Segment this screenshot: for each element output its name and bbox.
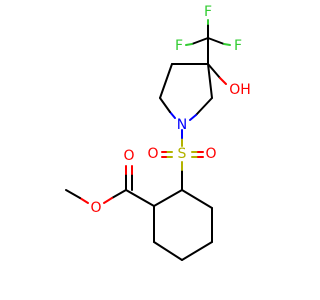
nitrogen-label: N xyxy=(177,117,187,133)
bond-ester-o-to-methyl xyxy=(65,189,81,199)
sulfur-label: S xyxy=(178,146,187,162)
sulfonyl-group: S O O xyxy=(147,129,217,191)
bond-ring-1 xyxy=(153,189,183,207)
bond-ring-4 xyxy=(181,241,213,261)
structure-svg: O O S O O N OH xyxy=(65,4,251,261)
bond-ring-5 xyxy=(153,241,183,261)
bond-c5-n-blue xyxy=(189,114,197,121)
bond-c5-n xyxy=(195,97,213,116)
bond-cf3-f-right-green xyxy=(223,43,231,46)
trifluoromethyl-group: F F F xyxy=(175,4,242,65)
bond-n-c2-blue xyxy=(169,111,176,119)
fluorine-right-label: F xyxy=(234,38,242,54)
bond-cf3-f-left-green xyxy=(185,43,193,46)
cyclohexane-ring xyxy=(153,189,213,261)
hydroxyl-label: OH xyxy=(229,82,251,98)
bond-n-c2 xyxy=(159,97,171,113)
sulfonyl-oxygen-right-label: O xyxy=(205,146,216,162)
bond-cf3-f-left xyxy=(191,37,209,45)
bond-carbonyl-to-ester-o xyxy=(111,189,127,199)
bond-ring-2 xyxy=(181,189,213,209)
ester-oxygen-label: O xyxy=(90,200,101,216)
sulfonyl-oxygen-left-label: O xyxy=(147,146,158,162)
bond-c4-c5 xyxy=(207,63,213,99)
bond-ester-o-to-methyl-red xyxy=(79,197,89,204)
bond-cf3-f-right xyxy=(207,37,225,45)
ester-group: O O xyxy=(65,148,155,216)
pyrrolidine-ring: N xyxy=(159,63,213,133)
fluorine-top-label: F xyxy=(204,4,212,20)
bond-carbonyl-to-ester-o-red xyxy=(103,197,113,204)
bond-c2-c3 xyxy=(159,63,173,99)
bond-c4-oh xyxy=(207,63,221,79)
carbonyl-oxygen-label: O xyxy=(123,148,134,164)
hydroxyl-group: OH xyxy=(207,63,251,98)
molecule-diagram: O O S O O N OH xyxy=(65,4,251,261)
bond-ring-to-carbonyl xyxy=(125,189,155,207)
bond-c4-oh-red xyxy=(219,77,227,85)
fluorine-left-label: F xyxy=(175,38,183,54)
